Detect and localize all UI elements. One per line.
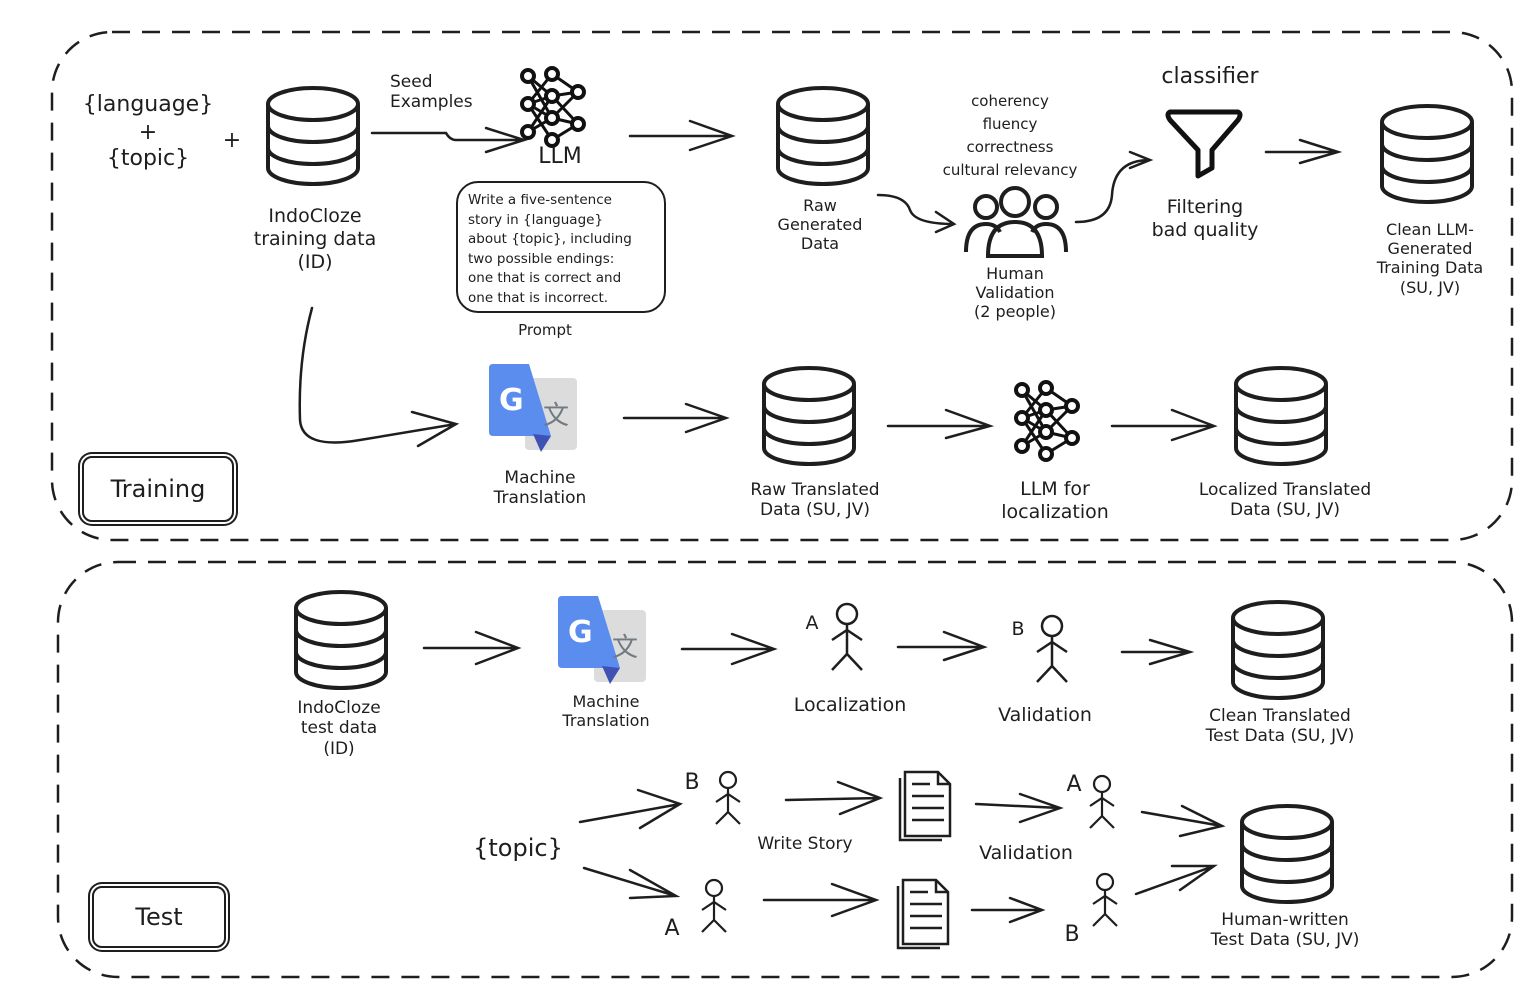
- database-icon-indocloze-test: [294, 590, 388, 690]
- neural-network-icon-llm: [520, 66, 586, 148]
- neural-network-icon-llm-localization: [1014, 380, 1080, 462]
- validation-story-label: Validation: [979, 842, 1073, 864]
- validation-label: Validation: [998, 704, 1092, 726]
- google-translate-icon-test: [558, 596, 646, 684]
- test-arrows: [422, 630, 1226, 924]
- input-plus-database: +: [222, 128, 242, 153]
- person-icon-localizer: [830, 602, 864, 672]
- document-icon-story-b: [898, 770, 952, 842]
- clean-llm-label: Clean LLM- Generated Training Data (SU, …: [1376, 220, 1484, 297]
- classifier-label: classifier: [1161, 64, 1259, 89]
- validator-a-label: A: [1066, 772, 1082, 797]
- topic-label: {topic}: [473, 834, 563, 862]
- human-written-label: Human-written Test Data (SU, JV): [1210, 910, 1360, 951]
- clean-translated-label: Clean Translated Test Data (SU, JV): [1205, 706, 1355, 747]
- seed-examples-label: Seed Examples: [390, 72, 473, 113]
- database-icon-human-written: [1240, 804, 1334, 904]
- person-icon-writer-b: [714, 770, 742, 826]
- person-icon-validator-b: [1091, 872, 1119, 928]
- writer-b-label: B: [684, 770, 700, 795]
- raw-translated-label: Raw Translated Data (SU, JV): [750, 480, 880, 521]
- llm-localization-label: LLM for localization: [1001, 478, 1109, 523]
- indocloze-test-label: IndoCloze test data (ID): [297, 698, 381, 759]
- training-arrows: [298, 119, 1343, 448]
- write-story-label: Write Story: [757, 834, 853, 854]
- criteria-fluency: fluency: [982, 115, 1038, 133]
- criteria-cultural-relevancy: cultural relevancy: [942, 161, 1078, 179]
- writer-a-label: A: [664, 916, 680, 941]
- database-icon-clean-llm: [1380, 104, 1474, 204]
- llm-label: LLM: [538, 144, 582, 169]
- prompt-box: Write a five-sentence story in {language…: [456, 181, 666, 313]
- machine-translation-train-label: Machine Translation: [493, 468, 587, 509]
- person-icon-validator-a: [1088, 774, 1116, 830]
- indocloze-training-label: IndoCloze training data (ID): [253, 205, 377, 273]
- database-icon-localized-translated: [1234, 366, 1328, 466]
- test-section-tag: Test: [92, 886, 226, 948]
- document-icon-story-a: [896, 878, 950, 950]
- filtering-label: Filtering bad quality: [1151, 196, 1259, 241]
- input-plus: +: [138, 120, 158, 145]
- person-icon-writer-a: [700, 878, 728, 934]
- prompt-label: Prompt: [518, 321, 572, 339]
- annotator-b-validation: B: [1011, 618, 1025, 640]
- criteria-coherency: coherency: [971, 92, 1049, 110]
- criteria-correctness: correctness: [966, 138, 1054, 156]
- person-icon-validator: [1035, 614, 1069, 684]
- training-section-tag: Training: [82, 456, 234, 522]
- machine-translation-test-label: Machine Translation: [562, 692, 650, 731]
- database-icon-clean-translated: [1231, 600, 1325, 700]
- database-icon-raw-generated: [776, 86, 870, 186]
- annotator-a-localization: A: [805, 612, 819, 634]
- human-validation-label: Human Validation (2 people): [974, 264, 1056, 322]
- validator-b-label: B: [1064, 922, 1080, 947]
- database-icon-indocloze-train: [266, 86, 360, 186]
- training-section-border: [50, 30, 1514, 542]
- funnel-icon: [1165, 109, 1243, 179]
- localized-translated-label: Localized Translated Data (SU, JV): [1198, 480, 1372, 521]
- people-group-icon: [964, 186, 1068, 258]
- database-icon-raw-translated: [762, 366, 856, 466]
- input-language: {language}: [82, 92, 214, 117]
- localization-label: Localization: [793, 694, 907, 716]
- raw-generated-label: Raw Generated Data: [777, 196, 863, 254]
- google-translate-icon-train: [489, 364, 577, 452]
- input-topic: {topic}: [106, 146, 190, 171]
- test-section-border: [56, 560, 1514, 979]
